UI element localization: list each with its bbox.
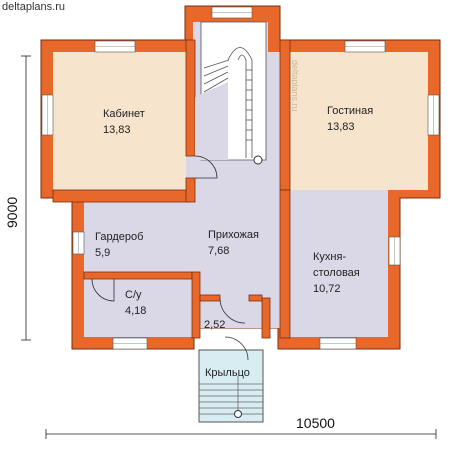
porch-label: Крыльцо — [205, 367, 250, 379]
living-room — [290, 52, 428, 190]
porch-area — [198, 349, 264, 423]
height-dimension: 9000 — [4, 197, 20, 228]
watermark: deltaplans.ru — [290, 60, 300, 112]
vestibule-area: 2,52 — [204, 319, 225, 331]
cabinet-area: 13,83 — [103, 124, 131, 136]
height-dimension-line — [21, 55, 31, 341]
hall-notch — [195, 82, 228, 160]
stair-dot — [253, 155, 263, 165]
wardrobe-label: Гардероб — [95, 231, 143, 243]
porch-steps — [199, 376, 263, 415]
kitchen-label-2: столовая — [313, 267, 360, 279]
cabinet-label: Кабинет — [103, 108, 145, 120]
hall-area: 7,68 — [208, 245, 229, 257]
wc-area: 4,18 — [125, 305, 146, 317]
site-caption: deltaplans.ru — [2, 1, 65, 13]
porch-arrow-dot — [234, 410, 242, 418]
doors — [91, 155, 249, 361]
wardrobe-area: 5,9 — [95, 247, 110, 259]
living-area: 13,83 — [327, 121, 355, 133]
interior-walls — [52, 39, 291, 339]
kitchen-label: Кухня- — [313, 251, 346, 263]
hall-label: Прихожая — [208, 229, 259, 241]
width-dimension-line — [45, 429, 437, 439]
kitchen-area: 10,72 — [313, 283, 341, 295]
living-label: Гостиная — [327, 105, 373, 117]
width-dimension: 10500 — [296, 415, 335, 431]
window-glass-lines — [47, 12, 434, 344]
cabinet-room — [53, 52, 186, 190]
wc-label: С/у — [125, 289, 142, 301]
